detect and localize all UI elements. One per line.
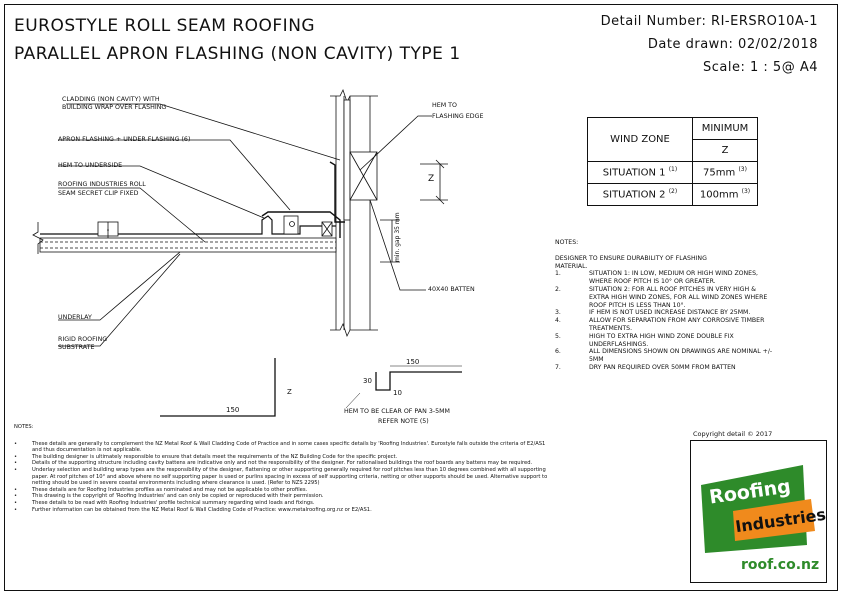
notes-right-item-text: DRY PAN REQUIRED OVER 50mm FROM BATTEN <box>589 363 736 371</box>
th-z: Z <box>692 139 758 162</box>
profile-10: 10 <box>393 389 402 397</box>
bullet-icon: • <box>14 460 18 467</box>
notes-right-item: 6. ALL DIMENSIONS SHOWN ON DRAWINGS ARE N… <box>555 348 775 364</box>
notes-right-item-number: 5. <box>555 332 561 340</box>
notes-bottom: NOTES: • These details are generally to c… <box>14 424 554 513</box>
profile-30: 30 <box>363 377 372 385</box>
row-situation-2: SITUATION 2 (2) <box>587 183 693 206</box>
notes-right-item-text: ALLOW FOR SEPARATION FROM ANY CORROSIVE … <box>589 317 765 332</box>
notes-right-item: 3. IF HEM IS NOT USED INCREASE DISTANCE B… <box>555 309 775 317</box>
profile-150-left: 150 <box>226 406 240 414</box>
notes-right-item: 4. ALLOW FOR SEPARATION FROM ANY CORROSIV… <box>555 317 775 333</box>
label-z-dimension: Z <box>428 174 435 184</box>
notes-bottom-item-text: This drawing is the copyright of 'Roofin… <box>32 493 324 500</box>
copyright: Copyright detail © 2017 <box>693 430 773 438</box>
drawing-title-line2: PARALLEL APRON FLASHING (NON CAVITY) TYP… <box>14 44 461 64</box>
label-underlay: UNDERLAY <box>58 314 92 321</box>
logo-url: roof.co.nz <box>741 557 820 573</box>
profile-z: Z <box>287 388 292 396</box>
label-cladding-2: BUILDING WRAP OVER FLASHING <box>62 104 167 111</box>
notes-bottom-item: • Underlay selection and building wrap ty… <box>14 467 554 487</box>
notes-right-item-number: 2. <box>555 285 561 293</box>
notes-right-item-number: 6. <box>555 348 561 356</box>
notes-right-intro: DESIGNER TO ENSURE DURABILITY OF FLASHIN… <box>555 254 707 262</box>
label-cladding: CLADDING (NON CAVITY) WITH <box>62 96 160 103</box>
bullet-icon: • <box>14 486 18 493</box>
wind-zone-table: WIND ZONE MINIMUM Z SITUATION 1 (1) 75mm… <box>587 117 758 206</box>
notes-right-item-text: SITUATION 1: IN LOW, MEDIUM OR HIGH WIND… <box>589 270 758 286</box>
date-drawn: Date drawn: 02/02/2018 <box>647 37 818 52</box>
notes-bottom-item-text: Underlay selection and building wrap typ… <box>32 466 548 487</box>
label-secret-clip: ROOFING INDUSTRIES ROLL <box>58 181 146 188</box>
drawing-frame <box>4 4 838 591</box>
label-rigid-substrate-2: SUBSTRATE <box>58 344 95 351</box>
drawing-title-line1: EUROSTYLE ROLL SEAM ROOFING <box>14 16 316 36</box>
notes-bottom-list: • These details are generally to compleme… <box>14 441 554 514</box>
bullet-icon: • <box>14 453 18 460</box>
notes-bottom-item: • These details are generally to compleme… <box>14 441 554 454</box>
label-min-gap: min. gap 35 mm <box>394 212 401 262</box>
notes-bottom-item: • The building designer is ultimately res… <box>14 454 554 461</box>
th-wind-zone: WIND ZONE <box>587 117 693 162</box>
notes-bottom-item: • These details to be read with Roofing I… <box>14 500 554 507</box>
notes-right-item-number: 4. <box>555 317 561 325</box>
notes-right-item-text: IF HEM IS NOT USED INCREASE DISTANCE BY … <box>589 309 751 317</box>
bullet-icon: • <box>14 506 18 513</box>
label-hem-edge-2: FLASHING EDGE <box>432 113 484 120</box>
th-minimum: MINIMUM <box>692 117 758 140</box>
notes-right-list: 1. SITUATION 1: IN LOW, MEDIUM OR HIGH WI… <box>555 270 775 371</box>
label-hem-edge: HEM TO <box>432 102 457 109</box>
notes-bottom-item: • Further information can be obtained fro… <box>14 507 554 514</box>
notes-right-item-number: 1. <box>555 270 561 278</box>
label-apron-flashing: APRON FLASHING + UNDER FLASHING (6) <box>58 136 191 143</box>
row-situation-2-value: 100mm (3) <box>692 183 758 206</box>
notes-bottom-item-text: Further information can be obtained from… <box>32 506 372 513</box>
label-refer-note: REFER NOTE (5) <box>378 418 429 425</box>
notes-bottom-item-text: These details are for Roofing Industries… <box>32 486 308 493</box>
notes-right-item: 1. SITUATION 1: IN LOW, MEDIUM OR HIGH WI… <box>555 270 775 286</box>
label-secret-clip-2: SEAM SECRET CLIP FIXED <box>58 190 139 197</box>
notes-bottom-item-text: The building designer is ultimately resp… <box>32 453 398 460</box>
label-rigid-substrate: RIGID ROOFING <box>58 336 108 343</box>
notes-right-item-number: 3. <box>555 309 561 317</box>
bullet-icon: • <box>14 466 18 473</box>
notes-right-item-text: ALL DIMENSIONS SHOWN ON DRAWINGS ARE NOM… <box>589 348 773 364</box>
detail-number: Detail Number: RI-ERSRO10A-1 <box>600 14 818 29</box>
notes-right-item: 2. SITUATION 2: FOR ALL ROOF PITCHES IN V… <box>555 286 775 309</box>
notes-bottom-item-text: Details of the supporting structure incl… <box>32 460 533 467</box>
notes-bottom-item: • This drawing is the copyright of 'Roofi… <box>14 493 554 500</box>
scale: Scale: 1 : 5@ A4 <box>703 60 818 75</box>
notes-bottom-item-text: These details are generally to complemen… <box>32 440 546 454</box>
notes-right-item: 5. HIGH TO EXTRA HIGH WIND ZONE DOUBLE FI… <box>555 333 775 349</box>
bullet-icon: • <box>14 440 18 447</box>
logo-box: Roofing Industries roof.co.nz <box>690 440 827 583</box>
bullet-icon: • <box>14 499 18 506</box>
notes-right-item-text: HIGH TO EXTRA HIGH WIND ZONE DOUBLE FIX … <box>589 332 734 348</box>
bullet-icon: • <box>14 493 18 500</box>
notes-bottom-heading: NOTES: <box>14 424 34 430</box>
notes-bottom-item: • These details are for Roofing Industrie… <box>14 487 554 494</box>
roofing-industries-logo <box>701 465 815 553</box>
notes-right-item-text: SITUATION 2: FOR ALL ROOF PITCHES IN VER… <box>589 285 768 309</box>
label-batten: 40x40 BATTEN <box>428 286 475 293</box>
notes-bottom-item-text: These details to be read with Roofing In… <box>32 499 315 506</box>
notes-right-item: 7. DRY PAN REQUIRED OVER 50mm FROM BATTEN <box>555 364 775 372</box>
label-hem-underside: HEM TO UNDERSIDE <box>58 162 123 169</box>
label-hem-clear: HEM TO BE CLEAR OF PAN 3-5mm <box>344 408 450 415</box>
notes-right-intro-2: MATERIAL. <box>555 262 588 270</box>
notes-bottom-item: • Details of the supporting structure inc… <box>14 460 554 467</box>
row-situation-1: SITUATION 1 (1) <box>587 161 693 184</box>
row-situation-1-value: 75mm (3) <box>692 161 758 184</box>
notes-right-item-number: 7. <box>555 363 561 371</box>
profile-150-right: 150 <box>406 358 420 366</box>
notes-right: NOTES: DESIGNER TO ENSURE DURABILITY OF … <box>555 239 775 372</box>
notes-right-heading: NOTES: <box>555 239 579 246</box>
